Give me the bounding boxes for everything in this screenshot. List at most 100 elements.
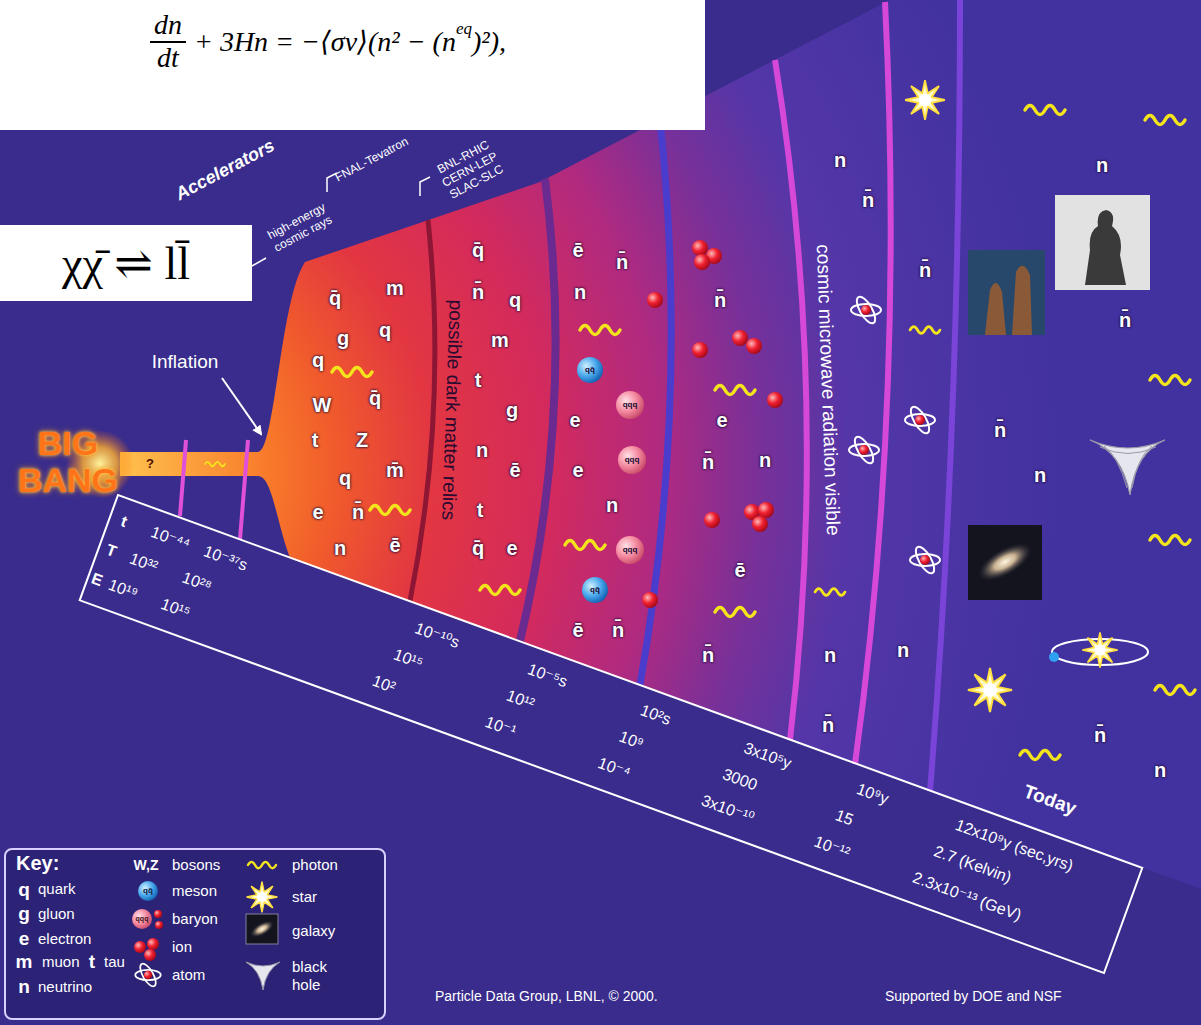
key-ground xyxy=(4,848,386,1020)
particle-symbol: t xyxy=(312,429,319,452)
photon-symbol xyxy=(205,462,225,467)
particle-symbol: n̄ xyxy=(702,451,714,474)
galaxy-photo xyxy=(246,914,278,944)
atom-symbol xyxy=(849,434,879,466)
scale-value: 10⁻³⁷s xyxy=(201,542,250,575)
scale-value: 10⁻⁴ xyxy=(595,754,632,783)
photon-symbol xyxy=(1020,751,1060,760)
particle-symbol: n̄ xyxy=(612,619,624,642)
inflation-label: Inflation xyxy=(152,351,219,373)
particle-symbol: n̄ xyxy=(702,644,714,667)
era-line xyxy=(180,440,186,516)
cosmic-ray-label: high-energy cosmic rays xyxy=(259,198,341,259)
particle-symbol: e xyxy=(569,409,580,432)
photon-symbol xyxy=(1155,686,1195,695)
legend-text: bosons xyxy=(172,856,220,874)
particle-symbol: q xyxy=(379,319,391,342)
credit-text: Supported by DOE and NSF xyxy=(885,988,1062,1004)
hadron-content: qq̄ xyxy=(585,365,595,374)
particle-symbol: q̄ xyxy=(472,537,484,560)
scale-value: 10³² xyxy=(127,550,160,577)
ion-symbol xyxy=(692,342,708,358)
photon-symbol xyxy=(910,327,940,334)
particle-symbol: e xyxy=(716,409,727,432)
legend-text: muon xyxy=(42,953,80,971)
ion-symbol xyxy=(746,338,762,354)
atom-symbol xyxy=(851,294,881,326)
particle-symbol: n̄ xyxy=(472,281,484,304)
baryon-content: qqq xyxy=(136,915,149,923)
legend-text: photon xyxy=(292,856,338,874)
legend-text: baryon xyxy=(172,910,218,928)
photon-symbol xyxy=(1025,106,1065,115)
photon-symbol xyxy=(715,608,755,617)
particle-symbol: m xyxy=(386,277,404,300)
planet xyxy=(1049,652,1059,662)
ion-symbol xyxy=(692,240,708,256)
particle-symbol: ē xyxy=(572,239,583,262)
meson-symbol xyxy=(577,357,603,383)
fraction: dndt xyxy=(150,10,186,74)
particle-symbol: m̄ xyxy=(386,459,404,482)
particle-symbol: n̄ xyxy=(822,714,834,737)
ion-symbol xyxy=(647,292,663,308)
atom-symbol xyxy=(905,404,935,436)
star-symbol xyxy=(1082,632,1117,667)
equation-text: dn xyxy=(150,10,186,43)
scale-value: 3x10⁵y xyxy=(741,739,794,773)
big-bang-label: BIG BANG xyxy=(9,425,127,500)
reaction-text: χχ̄ ⇌ ll̄ xyxy=(62,236,190,290)
row-name: t xyxy=(118,512,129,531)
particle-symbol: n̄ xyxy=(714,289,726,312)
particle-symbol: n xyxy=(574,281,586,304)
equation-layout: dndt+ 3Hn = −⟨σν⟩(n² − (neq)²), xyxy=(150,10,506,74)
credit-text: Particle Data Group, LBNL, © 2000. xyxy=(435,988,658,1004)
accelerators-label: Accelerators xyxy=(172,135,278,204)
particle-symbol: n̄ xyxy=(862,189,874,212)
particle-symbol: n̄ xyxy=(1094,724,1106,747)
universe-cone xyxy=(120,0,1201,889)
hadron-content: qqq xyxy=(623,545,638,554)
particle-symbol: n xyxy=(606,494,618,517)
particle-symbol: e xyxy=(506,537,517,560)
particle-symbol: g xyxy=(506,399,518,422)
photon-symbol xyxy=(1145,116,1185,125)
photon-symbol xyxy=(480,586,520,595)
legend-text: galaxy xyxy=(292,922,335,940)
legend-text: gluon xyxy=(38,905,75,923)
meson-content: qq̄ xyxy=(143,886,153,895)
particle-symbol: n̄ xyxy=(919,259,931,282)
particle-symbol: e xyxy=(312,501,323,524)
legend-text: electron xyxy=(38,930,91,948)
particle-symbol: n xyxy=(1096,154,1108,177)
scale-value: 10⁹y xyxy=(854,780,891,808)
statue-photo xyxy=(1055,195,1150,290)
hadron-content: qq̄ xyxy=(590,585,600,594)
meson-symbol xyxy=(582,577,608,603)
photon-symbol xyxy=(1150,536,1190,545)
baryon-symbol xyxy=(132,909,152,929)
scale-value: 3x10⁻¹⁰ xyxy=(699,792,757,828)
baryon-symbol xyxy=(154,910,162,918)
scale-value: 10²s xyxy=(638,701,674,729)
legend-text: ion xyxy=(172,938,192,956)
row-name: E xyxy=(89,570,105,591)
photon-symbol xyxy=(580,326,620,335)
key-symbol: m xyxy=(16,951,33,973)
equation-text: )²), xyxy=(472,26,506,58)
key-symbol: e xyxy=(19,928,30,950)
equation-text: + 3Hn = −⟨σν⟩(n² − (n xyxy=(194,25,456,58)
photon-symbol xyxy=(565,541,605,550)
ion-symbol xyxy=(147,938,159,950)
ion-symbol xyxy=(767,392,783,408)
accelerator-name: FNAL-Tevatron xyxy=(333,135,411,185)
key-symbol: q xyxy=(18,879,30,901)
scale-value: 10⁻¹ xyxy=(483,713,519,741)
nebula-photo xyxy=(968,250,1045,335)
particle-symbol: n xyxy=(897,639,909,662)
particle-symbol: n xyxy=(759,449,771,472)
ion-symbol xyxy=(642,592,658,608)
ion-symbol xyxy=(752,516,768,532)
equation-box: dndt+ 3Hn = −⟨σν⟩(n² − (neq)²), xyxy=(0,0,705,130)
legend-text: star xyxy=(292,888,317,906)
